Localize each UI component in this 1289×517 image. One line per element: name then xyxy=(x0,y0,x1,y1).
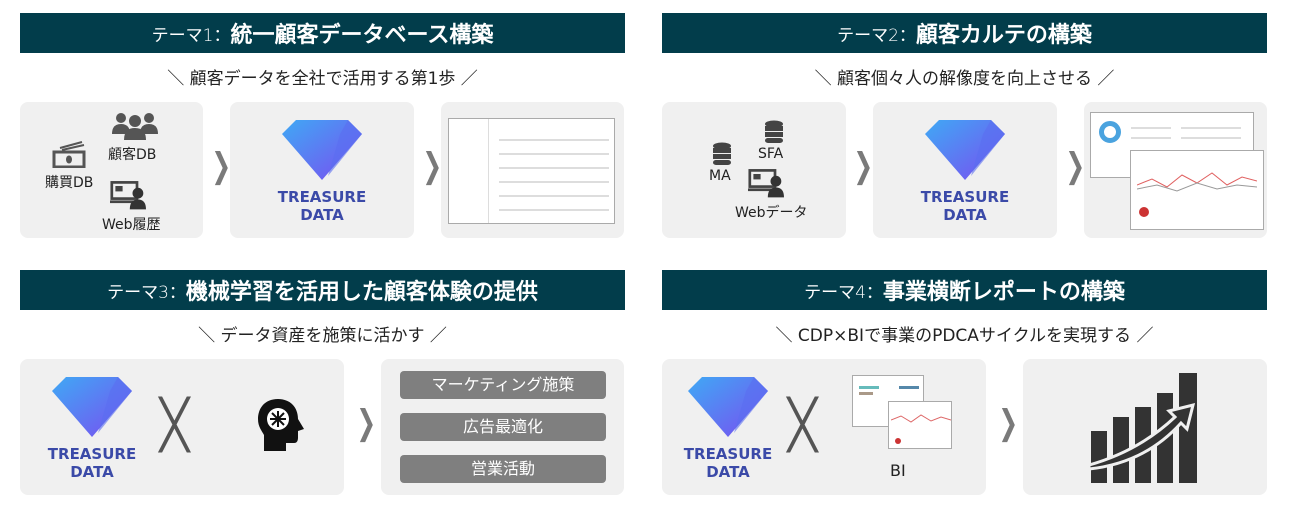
output-pill: 営業活動 xyxy=(400,455,606,483)
web-user-icon xyxy=(748,168,784,198)
logo-line: DATA xyxy=(70,463,114,481)
theme-title: 顧客カルテの構築 xyxy=(915,23,1092,48)
growth-panel xyxy=(1023,359,1267,495)
multiply-icon: ╳ xyxy=(788,397,817,453)
theme-prefix: テーマ4： xyxy=(804,282,883,303)
theme1-header: テーマ1：統一顧客データベース構築 xyxy=(20,13,625,53)
chevron-right-icon: ❯ xyxy=(998,403,1019,443)
source-label: Web履歴 xyxy=(102,217,161,233)
money-icon xyxy=(52,141,86,168)
users-icon xyxy=(112,113,158,140)
ai-brain-head-icon xyxy=(258,399,304,451)
chevron-right-icon: ❯ xyxy=(211,146,232,186)
logo-line: TREASURE xyxy=(277,188,367,206)
report-screenshot xyxy=(1130,150,1264,230)
chevron-right-icon: ❯ xyxy=(853,146,874,186)
growth-chart-icon xyxy=(1089,373,1197,483)
theme4-subtitle: ＼ CDP×BIで事業のPDCAサイクルを実現する ／ xyxy=(775,326,1154,346)
logo-line: TREASURE xyxy=(683,445,773,463)
logo-line: TREASURE xyxy=(920,188,1010,206)
logo-line: DATA xyxy=(300,206,344,224)
bi-label: BI xyxy=(890,461,906,480)
treasure-data-logo xyxy=(923,120,1007,180)
customer-chart-panel xyxy=(1084,102,1267,238)
source-label: SFA xyxy=(758,146,784,162)
source-label: MA xyxy=(709,168,731,184)
theme-prefix: テーマ3： xyxy=(107,282,186,303)
treasure-data-logo xyxy=(280,120,364,180)
logo-line: TREASURE xyxy=(47,445,137,463)
logo-line: DATA xyxy=(706,463,750,481)
data-sources-panel: SFA MA Webデータ xyxy=(662,102,846,238)
source-label: Webデータ xyxy=(735,205,808,221)
theme3-header: テーマ3：機械学習を活用した顧客体験の提供 xyxy=(20,270,625,310)
web-user-icon xyxy=(110,180,146,210)
theme-title: 機械学習を活用した顧客体験の提供 xyxy=(185,280,538,305)
theme-title: 統一顧客データベース構築 xyxy=(230,23,494,48)
logo-line: DATA xyxy=(943,206,987,224)
theme-prefix: テーマ2： xyxy=(837,25,916,46)
theme4-header: テーマ4：事業横断レポートの構築 xyxy=(662,270,1267,310)
source-label: 顧客DB xyxy=(108,147,157,163)
multiply-icon: ╳ xyxy=(160,397,189,453)
data-sources-panel: 顧客DB 購買DB Web履歴 xyxy=(20,102,203,238)
chevron-right-icon: ❯ xyxy=(356,403,377,443)
console-screenshot xyxy=(448,118,615,224)
theme2-header: テーマ2：顧客カルテの構築 xyxy=(662,13,1267,53)
theme2-subtitle: ＼ 顧客個々人の解像度を向上させる ／ xyxy=(814,69,1115,89)
theme1-subtitle: ＼ 顧客データを全社で活用する第1歩 ／ xyxy=(167,69,478,89)
treasure-data-logo xyxy=(50,377,134,437)
theme-prefix: テーマ1： xyxy=(151,25,231,46)
output-pill: マーケティング施策 xyxy=(400,371,606,399)
source-label: 購買DB xyxy=(45,175,94,191)
treasure-data-logo xyxy=(686,377,770,437)
theme3-subtitle: ＼ データ資産を施策に活かす ／ xyxy=(198,326,447,346)
chevron-right-icon: ❯ xyxy=(422,146,443,186)
database-icon xyxy=(712,142,732,166)
bi-report-screenshot xyxy=(888,401,952,449)
database-icon xyxy=(764,120,784,144)
chevron-right-icon: ❯ xyxy=(1065,146,1086,186)
database-screenshot-panel xyxy=(441,102,624,238)
output-pill: 広告最適化 xyxy=(400,413,606,441)
theme-title: 事業横断レポートの構築 xyxy=(882,280,1125,305)
